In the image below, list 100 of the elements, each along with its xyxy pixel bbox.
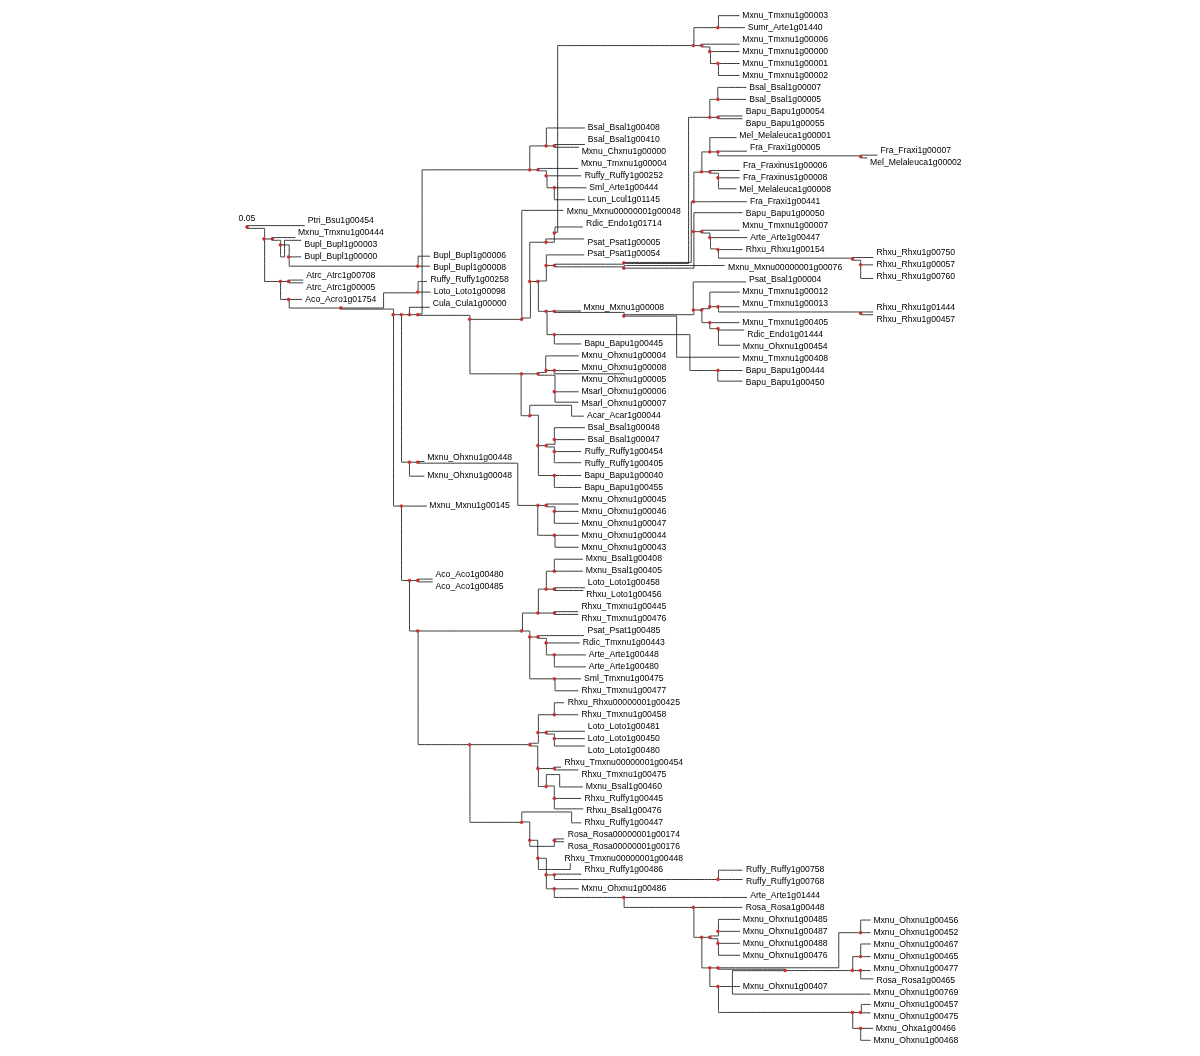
node-text: Rhxu_Rhxu1g00057 xyxy=(876,259,955,270)
connector xyxy=(537,282,545,312)
connector xyxy=(702,936,709,938)
node-point xyxy=(527,635,531,639)
node-point xyxy=(407,578,411,583)
connector xyxy=(785,970,851,971)
node-text: Mxnu_Tmxnu1g00000 xyxy=(741,45,828,56)
node-point xyxy=(535,730,540,735)
connector xyxy=(716,371,743,382)
node-text: Rhxu_Rhxu1g00760 xyxy=(876,271,955,282)
node-text: Sml_Arte1g00444 xyxy=(588,182,658,193)
connector xyxy=(417,281,427,291)
node-text: Bsal_Bsal1g00007 xyxy=(748,81,821,92)
node-point xyxy=(552,186,556,190)
node-text: Mxnu_Tmxnu1g00408 xyxy=(741,352,828,363)
connector xyxy=(538,732,545,734)
node-point xyxy=(621,261,626,265)
connector xyxy=(537,635,585,637)
node-text: Loto_Loto1g00481 xyxy=(587,720,660,731)
node-point xyxy=(535,279,540,284)
node-point xyxy=(707,235,712,240)
node-point xyxy=(621,895,626,900)
node-text: Ptri_Bsu1g00454 xyxy=(307,215,374,226)
connector xyxy=(700,311,709,324)
connector xyxy=(692,27,717,45)
node-text: Psat_Bsal1g00004 xyxy=(748,274,821,285)
connector xyxy=(553,614,579,615)
connector xyxy=(694,45,701,46)
connector xyxy=(717,968,785,970)
node-text: Msarl_Ohxnu1g00006 xyxy=(580,386,666,397)
node-text: Mel_Melaleuca1g00001 xyxy=(738,129,831,140)
connector xyxy=(709,932,719,937)
node-point xyxy=(691,229,695,234)
node-point xyxy=(467,317,471,322)
node-point xyxy=(519,317,523,322)
node-text: Mxnu_Mxnu00000001g00048 xyxy=(566,205,681,216)
node-point xyxy=(715,115,720,120)
node-text: Rhxu_Tmxnu1g00475 xyxy=(580,768,666,779)
connector xyxy=(718,27,745,29)
connector xyxy=(545,503,579,505)
connector xyxy=(554,310,581,312)
connector xyxy=(538,266,547,282)
node-text: Psat_Psat1g00005 xyxy=(586,236,660,247)
node-text: Mxnu_Ohxa1g00466 xyxy=(875,1022,956,1033)
node-point xyxy=(543,730,548,735)
node-point xyxy=(552,611,556,615)
node-point xyxy=(707,49,712,54)
node-point xyxy=(286,255,290,259)
connector xyxy=(530,414,539,445)
node-text: Mxnu_Bsal1g00408 xyxy=(585,553,662,564)
connector xyxy=(694,201,747,203)
node-text: Atrc_Atrc1g00708 xyxy=(305,269,375,280)
node-text: Mxnu_Ohxnu1g00456 xyxy=(872,914,958,925)
node-point xyxy=(399,504,403,508)
connector xyxy=(861,956,871,958)
node-point xyxy=(535,372,540,376)
connector xyxy=(710,322,740,324)
connector xyxy=(546,175,582,177)
connector xyxy=(400,315,408,463)
node-text: Rhxu_Ruffy1g00445 xyxy=(584,792,663,803)
connector xyxy=(545,774,583,788)
connector xyxy=(554,391,579,393)
connector xyxy=(554,536,579,548)
connector xyxy=(554,312,625,315)
connector xyxy=(553,452,582,464)
connector xyxy=(538,170,547,175)
connector xyxy=(710,237,748,239)
connector xyxy=(623,265,725,268)
connector xyxy=(717,178,737,190)
node-text: Fra_Fraxinus1g00006 xyxy=(742,160,827,171)
node-text: Mxnu_Ohxnu1g00005 xyxy=(580,374,666,385)
node-text: Mxnu_Ohxnu1g00487 xyxy=(742,925,828,936)
connector xyxy=(860,1004,871,1012)
connector xyxy=(554,475,582,476)
node-text: Rhxu_Tmxnu1g00445 xyxy=(580,601,666,612)
node-text: Arte_Arte1g00448 xyxy=(588,649,659,660)
node-point xyxy=(699,935,703,940)
node-point xyxy=(858,311,862,316)
connector xyxy=(553,841,564,843)
node-point xyxy=(552,569,556,573)
node-text: Rhxu_Tmxnu1g00476 xyxy=(580,613,666,624)
node-point xyxy=(552,309,556,314)
connector xyxy=(709,172,719,177)
connector xyxy=(553,769,579,771)
node-text: Bupl_Bupl1g00008 xyxy=(432,261,506,272)
connector xyxy=(717,118,743,120)
node-point xyxy=(286,279,290,284)
connector xyxy=(553,371,625,376)
node-point xyxy=(415,460,419,464)
connector xyxy=(545,733,555,738)
node-point xyxy=(715,929,720,934)
node-text: Ruffy_Ruffy1g00758 xyxy=(745,864,824,875)
connector xyxy=(554,714,579,716)
connector xyxy=(545,644,553,656)
connector xyxy=(859,1029,871,1041)
node-text: Loto_Loto1g00480 xyxy=(587,744,660,755)
connector xyxy=(528,841,555,847)
node-point xyxy=(552,509,556,514)
node-point xyxy=(415,264,419,268)
connector xyxy=(341,308,394,314)
